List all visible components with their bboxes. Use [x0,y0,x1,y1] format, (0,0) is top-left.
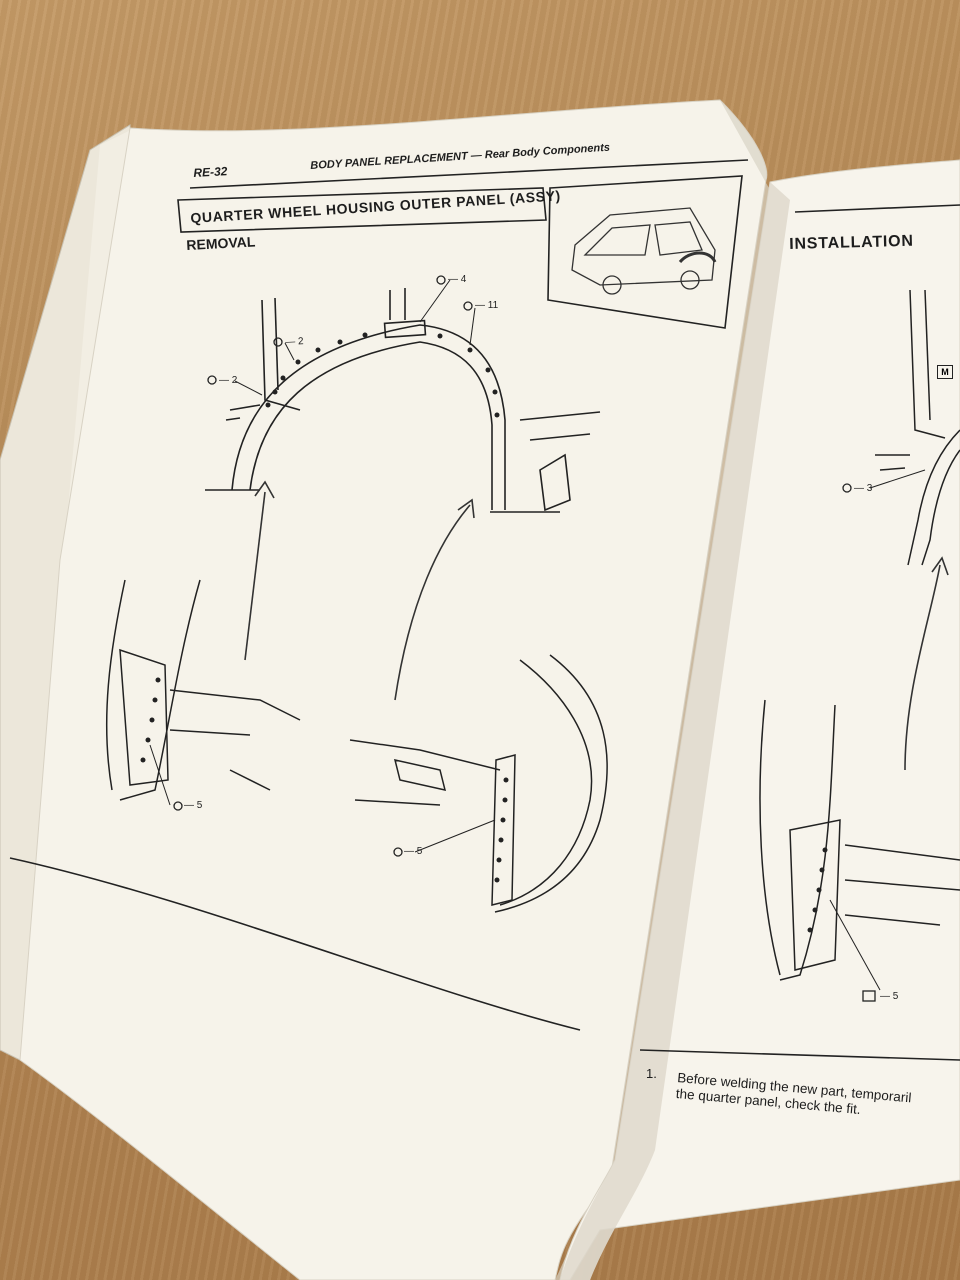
callout-label: — 3 [854,483,873,494]
callout-label: — 2 [285,336,304,348]
step-number: 1. [646,1066,657,1081]
installation-heading: INSTALLATION [789,232,914,253]
callout-label: — 4 [448,274,467,285]
callout-label: — 11 [475,300,499,311]
callout-label: — 2 [219,375,238,386]
page-code: RE-32 [193,164,228,180]
callout-label: — 5 [880,991,899,1002]
callout-label: — 5 [404,846,423,857]
m-badge: M [937,365,953,379]
callout-label: — 5 [184,800,203,811]
